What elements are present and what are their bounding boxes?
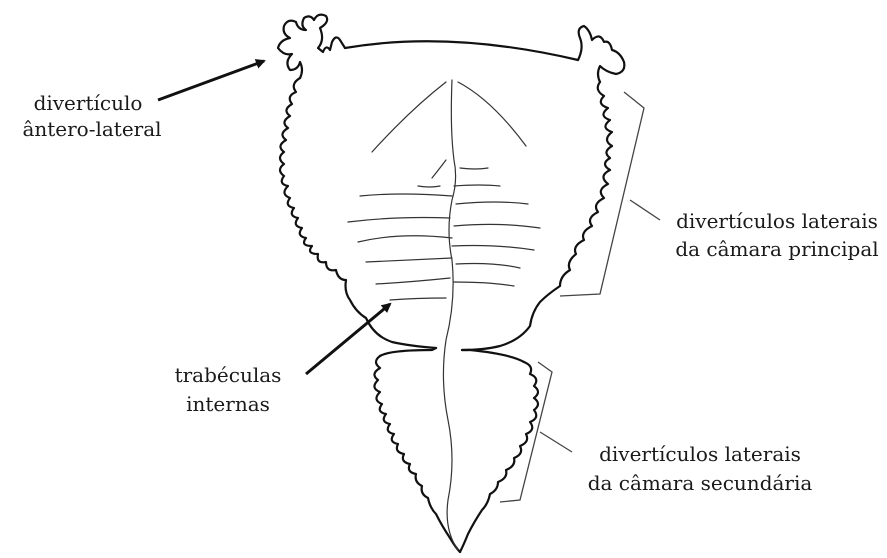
secondary-chamber-outline <box>374 356 538 552</box>
antero-lateral-arrow <box>158 61 264 100</box>
label-trabeculas-line1: trabéculas <box>175 363 282 387</box>
constriction <box>380 348 524 362</box>
secundaria-bracket <box>500 362 552 502</box>
right-top-diverticulum <box>578 26 624 82</box>
label-principal-line1: divertículos laterais <box>676 209 878 233</box>
label-secundaria-line1: divertículos laterais <box>599 442 801 466</box>
main-chamber-outline <box>278 15 624 350</box>
right-lateral-diverticula <box>462 82 612 350</box>
label-secundaria-line2: da câmara secundária <box>588 471 813 495</box>
principal-pointer <box>630 200 660 220</box>
label-principal-line2: da câmara principal <box>675 237 878 261</box>
secondary-right-diverticula <box>460 362 538 552</box>
secundaria-pointer <box>540 432 572 452</box>
left-lateral-diverticula <box>280 78 436 348</box>
label-antero-lateral-line1: divertículo <box>34 91 143 115</box>
antero-lateral-diverticulum <box>278 15 345 78</box>
label-antero-lateral-line2: ântero-lateral <box>22 117 161 141</box>
label-trabeculas-line2: internas <box>186 392 270 416</box>
